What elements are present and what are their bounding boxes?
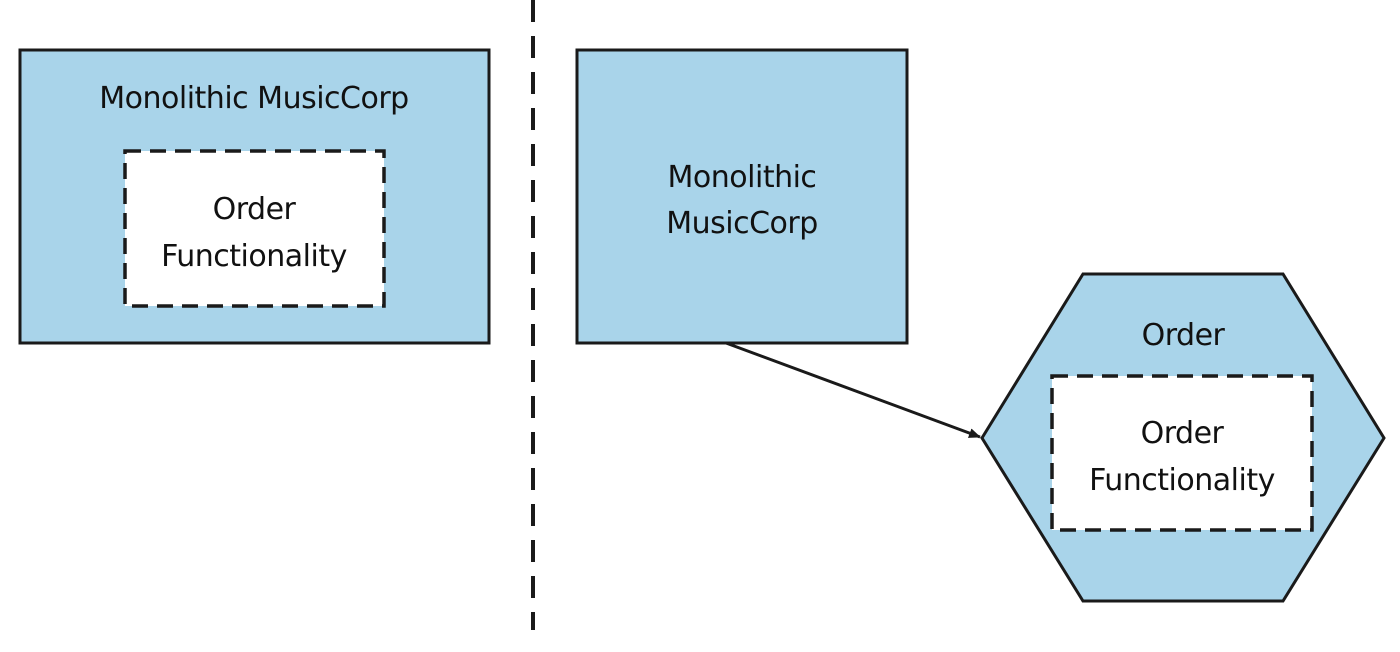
left-order-functionality-box — [123, 149, 386, 308]
right-monolith-label-line2: MusicCorp — [666, 206, 818, 241]
left-monolith-label: Monolithic MusicCorp — [99, 81, 408, 116]
right-monolith-label-line1: Monolithic — [668, 160, 817, 195]
right-inner-label-line2: Functionality — [1089, 463, 1275, 498]
call-arrow — [725, 341, 981, 439]
left-monolith-group: Monolithic MusicCorp Order Functionality — [18, 48, 491, 345]
left-inner-label-line1: Order — [213, 192, 297, 227]
right-order-functionality-box — [1050, 374, 1314, 532]
right-inner-label-line1: Order — [1141, 416, 1225, 451]
right-monolith-group: Monolithic MusicCorp — [575, 48, 909, 345]
left-inner-label-line2: Functionality — [161, 239, 347, 274]
order-service-group: Order Order Functionality — [980, 272, 1386, 603]
right-monolith-box — [575, 48, 909, 345]
order-service-label: Order — [1142, 318, 1226, 353]
